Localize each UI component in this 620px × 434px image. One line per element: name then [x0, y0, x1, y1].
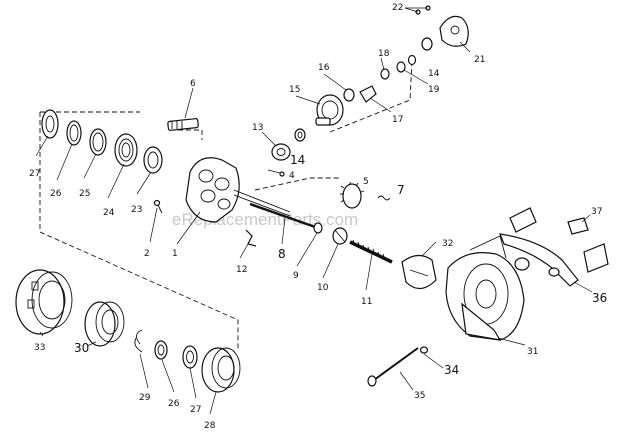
part-23-bushing [143, 146, 163, 174]
assembly-guide-upper [329, 61, 413, 133]
part-2-pin [153, 199, 163, 214]
part-31-housing [445, 235, 525, 341]
part-6-screw-post [167, 118, 199, 131]
label-27-top: 27 [29, 169, 40, 179]
part-4-pin [267, 169, 285, 177]
label-13: 13 [252, 123, 263, 133]
part-27-washer-bottom [182, 345, 198, 369]
part-18-ring [380, 68, 390, 80]
part-34-washer [419, 346, 429, 354]
part-15-drive-gear [315, 94, 344, 126]
label-9: 9 [293, 271, 299, 281]
label-29: 29 [139, 393, 151, 403]
label-16: 16 [318, 63, 330, 73]
label-32: 32 [442, 239, 453, 249]
label-26-top: 26 [50, 189, 62, 199]
part-12-clip [245, 229, 257, 247]
part-13-bearing [271, 143, 291, 161]
part-26-washer-top [66, 120, 82, 146]
part-14-upper-washer [421, 37, 433, 51]
assembly-guide-left [39, 112, 239, 350]
part-27-washer-top [41, 109, 59, 139]
part-24-bearing [114, 133, 138, 167]
label-17: 17 [392, 115, 403, 125]
part-11-worm-shaft [349, 239, 393, 264]
label-12: 12 [236, 265, 247, 275]
label-14-upper: 14 [428, 69, 440, 79]
label-22: 22 [392, 3, 403, 13]
label-10: 10 [317, 283, 329, 293]
label-34: 34 [444, 363, 459, 377]
label-5: 5 [363, 177, 369, 187]
part-labels: 27 26 25 24 23 2 1 12 8 9 10 11 6 13 14 … [29, 3, 607, 431]
part-16-ring [343, 88, 355, 102]
label-31: 31 [527, 347, 538, 357]
label-14-mid: 14 [290, 153, 305, 167]
part-30-drum [84, 301, 125, 347]
part-26-washer-bottom [154, 340, 168, 360]
part-7-spring [377, 195, 391, 201]
label-35: 35 [414, 391, 425, 401]
label-15: 15 [289, 85, 300, 95]
part-9-washer [313, 222, 323, 234]
label-21: 21 [474, 55, 485, 65]
label-23: 23 [131, 205, 142, 215]
part-37-knob [567, 217, 589, 235]
label-26-bottom: 26 [168, 399, 180, 409]
label-7: 7 [397, 183, 405, 197]
leader-lines [35, 41, 593, 415]
part-25-ring [89, 128, 107, 156]
part-35-bolt [367, 347, 419, 387]
part-5-gear [340, 182, 365, 209]
part-17-lever [359, 85, 377, 103]
label-37: 37 [591, 207, 602, 217]
part-36-handle [499, 207, 609, 287]
label-19: 19 [428, 85, 440, 95]
label-4: 4 [289, 171, 295, 181]
label-33: 33 [34, 343, 45, 353]
label-8: 8 [278, 247, 286, 261]
label-1: 1 [172, 249, 178, 259]
part-22-pins [404, 5, 431, 15]
label-36: 36 [592, 291, 607, 305]
label-25: 25 [79, 189, 90, 199]
assembly-guide-gear [254, 177, 340, 191]
part-1-main-body [185, 157, 291, 223]
label-6: 6 [190, 79, 196, 89]
part-32-cover [401, 254, 437, 290]
label-30: 30 [74, 341, 89, 355]
part-21-cap [439, 15, 469, 47]
label-2: 2 [144, 249, 150, 259]
part-33-rotor [15, 269, 73, 335]
assembly-guide-post [170, 129, 203, 140]
label-18: 18 [378, 49, 390, 59]
label-11: 11 [361, 297, 372, 307]
part-19-ring [396, 54, 417, 73]
part-14-washer [294, 128, 306, 142]
part-10-pinion [332, 227, 348, 245]
label-27-bottom: 27 [190, 405, 201, 415]
part-8-shaft [249, 202, 319, 230]
label-28: 28 [204, 421, 216, 431]
label-24: 24 [103, 208, 115, 218]
part-28-spool-base [201, 347, 241, 393]
part-29-clip [134, 329, 143, 353]
